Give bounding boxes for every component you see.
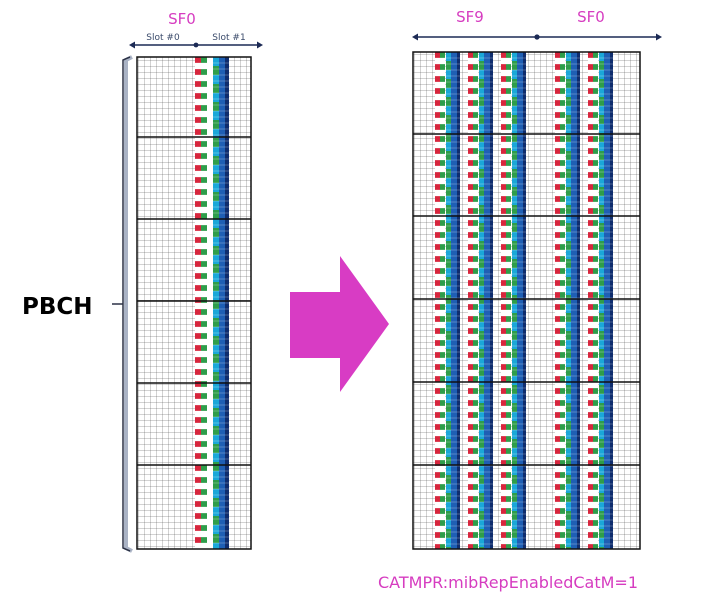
left-slot-arrow <box>129 41 263 49</box>
right-pbch-col-cyan-2 <box>512 51 517 549</box>
right-pbch-col-red-4 <box>588 51 593 549</box>
left-pbch-col-cyan <box>213 56 219 549</box>
right-grid-border <box>412 51 641 550</box>
transform-arrow-icon <box>290 256 389 392</box>
left-grid-background <box>137 57 251 549</box>
right-pbch-col-blue-0 <box>451 52 457 549</box>
left-pbch-col-green <box>201 56 207 549</box>
right-pbch-col-blue-3 <box>571 52 577 549</box>
pbch-label: PBCH <box>22 294 93 320</box>
right-pbch-col-red-0 <box>435 51 440 549</box>
right-pbch-col-blue-1 <box>484 52 490 549</box>
right-pbch-col-blue-4 <box>604 52 610 549</box>
right-pbch-col-cyan-4 <box>599 51 604 549</box>
config-caption: CATMPR:mibRepEnabledCatM=1 <box>378 573 638 592</box>
left-pbch-col-red <box>195 56 201 549</box>
right-subframe-sf9-label: SF9 <box>456 8 484 26</box>
right-pbch-col-cyan-3 <box>566 51 571 549</box>
right-pbch-col-navy-2 <box>523 52 526 549</box>
left-resource-grid <box>136 56 252 550</box>
right-pbch-col-navy-3 <box>577 52 580 549</box>
pbch-bracket <box>112 55 133 553</box>
left-subframe-label: SF0 <box>168 10 196 28</box>
slot1-label: Slot #1 <box>212 33 245 43</box>
right-pbch-col-blue-2 <box>517 52 523 549</box>
right-pbch-col-green-1 <box>473 51 478 549</box>
right-pbch-col-green-4 <box>593 51 598 549</box>
right-pbch-col-red-1 <box>468 51 473 549</box>
right-pbch-col-green-2 <box>506 51 511 549</box>
right-pbch-col-red-2 <box>501 51 506 549</box>
right-subframe-arrow <box>412 33 662 41</box>
right-pbch-col-navy-0 <box>457 52 460 549</box>
right-pbch-col-navy-1 <box>490 52 493 549</box>
right-pbch-col-red-3 <box>555 51 560 549</box>
right-pbch-col-cyan-1 <box>479 51 484 549</box>
right-subframe-sf0-label: SF0 <box>577 8 605 26</box>
slot0-label: Slot #0 <box>146 33 180 43</box>
right-diagram: SF9 SF0 <box>412 8 662 550</box>
right-pbch-col-green-0 <box>440 51 445 549</box>
right-resource-grid <box>412 51 641 550</box>
right-pbch-col-navy-4 <box>610 52 613 549</box>
left-grid-border <box>136 56 252 550</box>
right-pbch-col-cyan-0 <box>446 51 451 549</box>
left-diagram: SF0 Slot #0 Slot #1 PBCH <box>22 10 263 553</box>
right-pbch-col-green-3 <box>560 51 565 549</box>
